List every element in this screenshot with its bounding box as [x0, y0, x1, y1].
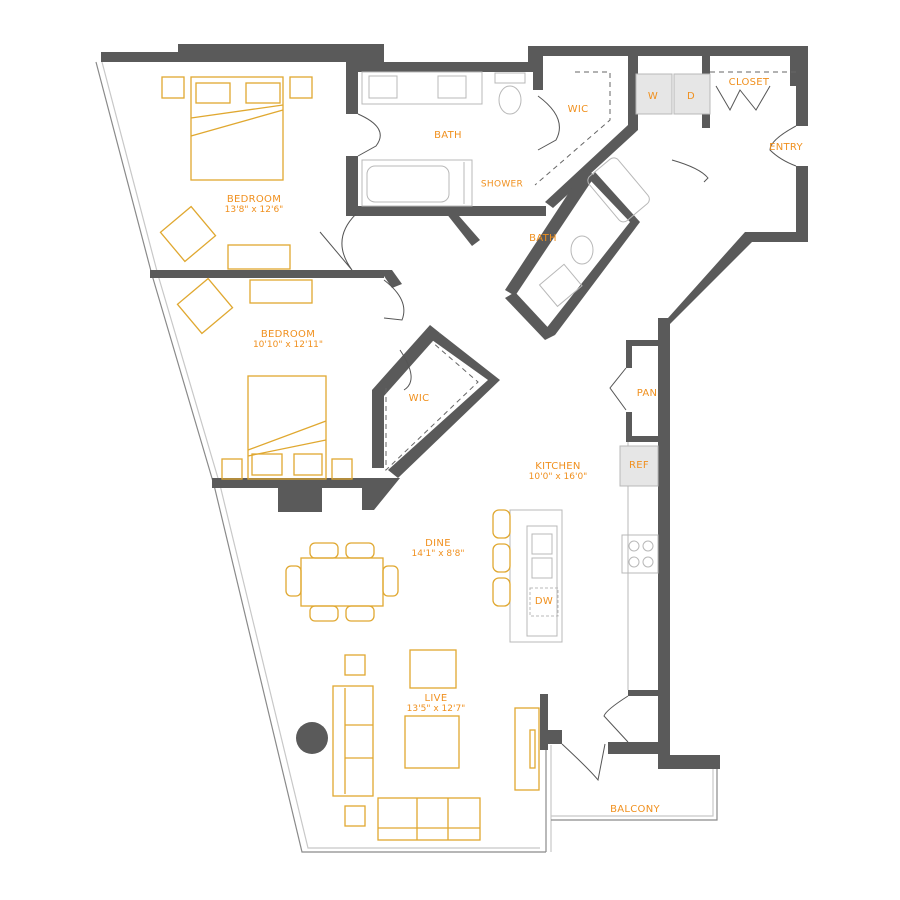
room-label-wic-1: WIC: [567, 103, 589, 115]
fixtures: [361, 71, 796, 690]
room-label-bedroom-2: BEDROOM 10'10" x 12'11": [252, 329, 324, 350]
room-label-pantry: PAN: [636, 387, 658, 399]
room-label-balcony: BALCONY: [610, 803, 660, 815]
label-dishwasher: DW: [534, 595, 554, 607]
room-label-closet: CLOSET: [728, 76, 770, 88]
room-label-bath-1: BATH: [434, 129, 462, 141]
room-label-bath-2: BATH: [529, 232, 557, 244]
room-label-wic-2: WIC: [408, 392, 430, 404]
room-label-entry: ENTRY: [769, 141, 803, 153]
label-dryer: D: [686, 90, 696, 102]
room-label-live: LIVE 13'5" x 12'7": [406, 693, 466, 714]
doors: [319, 85, 797, 782]
furniture: [159, 76, 540, 841]
room-label-kitchen: KITCHEN 10'0" x 16'0": [528, 461, 588, 482]
room-label-bedroom-1: BEDROOM 13'8" x 12'6": [224, 194, 284, 215]
label-washer: W: [647, 90, 659, 102]
label-refrigerator: REF: [629, 459, 649, 471]
room-label-dine: DINE 14'1" x 8'8": [411, 538, 465, 559]
room-label-shower: SHOWER: [480, 179, 524, 190]
walls: [101, 44, 808, 769]
